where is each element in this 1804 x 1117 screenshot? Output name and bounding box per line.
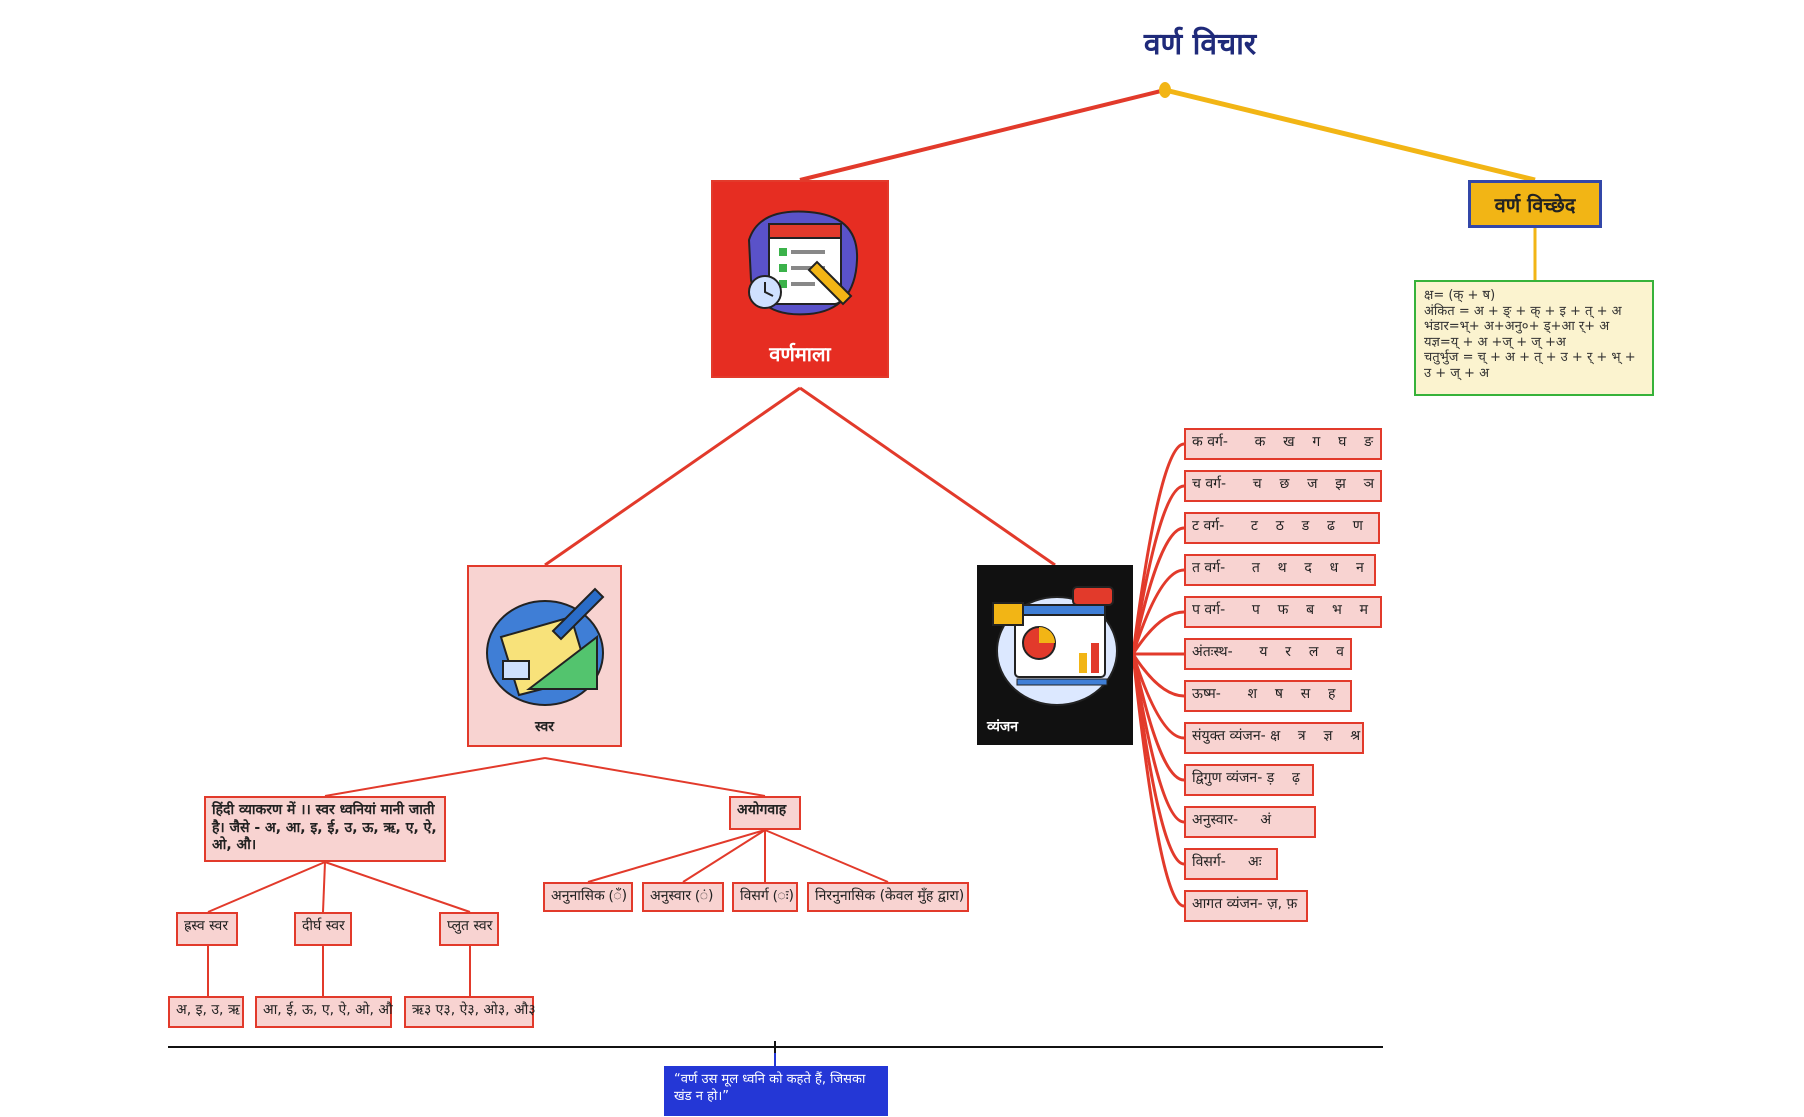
- ayogvah-anunasik: अनुनासिक (ँ): [543, 882, 633, 912]
- plut-examples: ऋ३ ए३, ऐ३, ओ३, औ३: [404, 996, 536, 1028]
- vyanjan-label: व्यंजन: [987, 719, 1019, 735]
- vyanjan-row[interactable]: आगत व्यंजन- ज़, फ़: [1184, 890, 1308, 922]
- dirgh-examples: आ, ई, ऊ, ए, ऐ, ओ, औ: [255, 996, 393, 1028]
- vyanjan-row[interactable]: ट वर्ग- ट ठ ड ढ ण: [1184, 512, 1380, 544]
- edge-vyanjan-row: [1131, 653, 1185, 740]
- edge-vyanjan-row: [1131, 653, 1185, 698]
- varnamala-label: वर्णमाला: [769, 342, 831, 366]
- plut-svar[interactable]: प्लुत स्वर: [439, 912, 499, 946]
- edge-svar-ayogvah: [544, 757, 766, 797]
- vyanjan-row[interactable]: विसर्ग- अः: [1184, 848, 1278, 880]
- vichchhed-line: क्ष= (क् + ष): [1424, 288, 1496, 303]
- vyanjan-row[interactable]: द्विगुण व्यंजन- ड़ ढ़: [1184, 764, 1314, 796]
- ayogvah-anusvar: अनुस्वार (ं): [642, 882, 724, 912]
- edge-vyanjan-row: [1131, 610, 1185, 655]
- edge-vyanjan-row: [1131, 653, 1185, 782]
- svar-node[interactable]: स्वर: [467, 565, 622, 747]
- vyanjan-row[interactable]: ऊष्म- श ष स ह: [1184, 680, 1352, 712]
- edge-vyanjan-row: [1131, 568, 1185, 655]
- edge-vyanjan-row: [1131, 484, 1185, 655]
- presentation-chart-icon: [992, 586, 1118, 706]
- vichchhed-line: यज्ञ=य् + अ +ज् + ज् +अ: [1424, 334, 1566, 350]
- vichchhed-line: अंकित = अ + ङ् + क् + इ + त् + अ: [1424, 303, 1622, 319]
- ayogvah-node[interactable]: अयोगवाह: [729, 796, 801, 830]
- edge-varnamala-vyanjan: [799, 386, 1056, 567]
- edge-svar-definition: [324, 757, 546, 797]
- vyanjan-fan: [1131, 442, 1185, 908]
- svar-label: स्वर: [535, 719, 554, 735]
- ayogvah-niranunasik: निरनुनासिक (केवल मुँह द्वारा): [807, 882, 969, 912]
- edge-varnamala-svar: [544, 386, 801, 567]
- svar-definition[interactable]: हिंदी व्याकरण में ।। स्वर ध्वनियां मानी …: [204, 796, 446, 862]
- definition-quote: “वर्ण उस मूल ध्वनि को कहते हैं, जिसका खं…: [664, 1066, 888, 1116]
- dirgh-svar[interactable]: दीर्घ स्वर: [294, 912, 352, 946]
- vyanjan-row[interactable]: अंतःस्थ- य र ल व: [1184, 638, 1352, 670]
- edge-root-varnamala: [799, 88, 1166, 182]
- geometry-notes-icon: [486, 587, 605, 706]
- varnamala-node[interactable]: वर्णमाला: [711, 180, 889, 378]
- edge-vyanjan-row: [1131, 442, 1185, 655]
- varn-vichchhed-node[interactable]: वर्ण विच्छेद: [1468, 180, 1602, 228]
- vyanjan-row[interactable]: क वर्ग- क ख ग घ ङ: [1184, 428, 1382, 460]
- vyanjan-row[interactable]: अनुस्वार- अं: [1184, 806, 1316, 838]
- edge-vyanjan-row: [1131, 526, 1185, 655]
- edge-root-vichchhed: [1164, 87, 1536, 183]
- vyanjan-row[interactable]: संयुक्त व्यंजन- क्ष त्र ज्ञ श्र: [1184, 722, 1364, 754]
- ayogvah-visarg: विसर्ग (ः): [732, 882, 798, 912]
- hrasva-svar[interactable]: ह्रस्व स्वर: [176, 912, 238, 946]
- varn-vichchhed-details: क्ष= (क् + ष)अंकित = अ + ङ् + क् + इ + त…: [1414, 280, 1654, 396]
- calendar-checklist-icon: [747, 210, 859, 316]
- edge-vyanjan-row: [1131, 653, 1185, 908]
- root-dot: [1159, 82, 1171, 98]
- vyanjan-row[interactable]: त वर्ग- त थ द ध न: [1184, 554, 1376, 586]
- vichchhed-line: भंडार=भ्+ अ+अनु०+ ड्+आ र्+ अ: [1424, 319, 1610, 335]
- hrasva-examples: अ, इ, उ, ऋ: [168, 996, 244, 1028]
- vyanjan-row[interactable]: प वर्ग- प फ ब भ म: [1184, 596, 1382, 628]
- vyanjan-node[interactable]: व्यंजन: [977, 565, 1133, 745]
- vyanjan-row[interactable]: च वर्ग- च छ ज झ ञ: [1184, 470, 1382, 502]
- vichchhed-line: चतुर्भुज = च् + अ + त् + उ + र् + भ् + उ…: [1424, 350, 1636, 381]
- page-title: वर्ण विचार: [1143, 27, 1257, 62]
